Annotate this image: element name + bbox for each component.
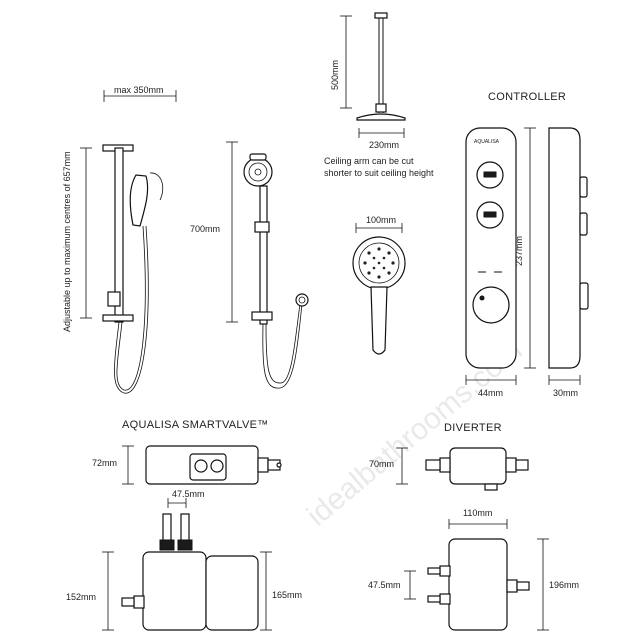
rail-width-label: max 350mm (114, 85, 164, 95)
diverter-front-drawing: 110mm 47.5mm 196mm (368, 508, 579, 631)
controller-heading: CONTROLLER (488, 91, 566, 103)
rail-kit-drawing: max 350mm Adjustable up to maximum centr… (62, 85, 177, 394)
rail-height-label: 700mm (190, 224, 220, 234)
valve-right-height-label: 165mm (272, 590, 302, 600)
rail-adjust-label: Adjustable up to maximum centres of 657m… (62, 151, 72, 332)
smartvalve-heading: AQUALISA SMARTVALVE™ (122, 419, 269, 431)
ceiling-note-2: shorter to suit ceiling height (324, 168, 434, 178)
controller-drawing: CONTROLLER AQUALISA 237mm 44mm 30mm (465, 91, 589, 398)
valve-centres-label: 47.5mm (172, 489, 205, 499)
head-diameter-label: 230mm (369, 140, 399, 150)
diverter-height-label: 196mm (549, 580, 579, 590)
diverter-centres-label: 47.5mm (368, 580, 401, 590)
arm-length-label: 500mm (330, 60, 340, 90)
valve-left-height-label: 152mm (66, 592, 96, 602)
diverter-width-label: 110mm (463, 508, 492, 518)
smartvalve-top-drawing: AQUALISA SMARTVALVE™ 72mm (92, 419, 282, 485)
rail-side-drawing: 700mm (190, 141, 309, 389)
smartvalve-front-drawing: 47.5mm 152mm 165mm (66, 489, 302, 631)
ceiling-arm-drawing: 500mm 230mm Ceiling arm can be cut short… (324, 12, 434, 178)
controller-width-label: 44mm (478, 388, 503, 398)
handset-width-label: 100mm (366, 215, 396, 225)
diverter-top-drawing: DIVERTER 70mm (369, 422, 529, 491)
ceiling-note-1: Ceiling arm can be cut (324, 156, 414, 166)
diverter-heading: DIVERTER (444, 422, 502, 434)
controller-depth-label: 30mm (553, 388, 578, 398)
controller-height-label: 237mm (514, 236, 524, 266)
valve-top-height-label: 72mm (92, 458, 117, 468)
controller-brand: AQUALISA (474, 139, 500, 145)
handset-drawing: 100mm (352, 215, 406, 355)
diverter-top-height-label: 70mm (369, 459, 394, 469)
